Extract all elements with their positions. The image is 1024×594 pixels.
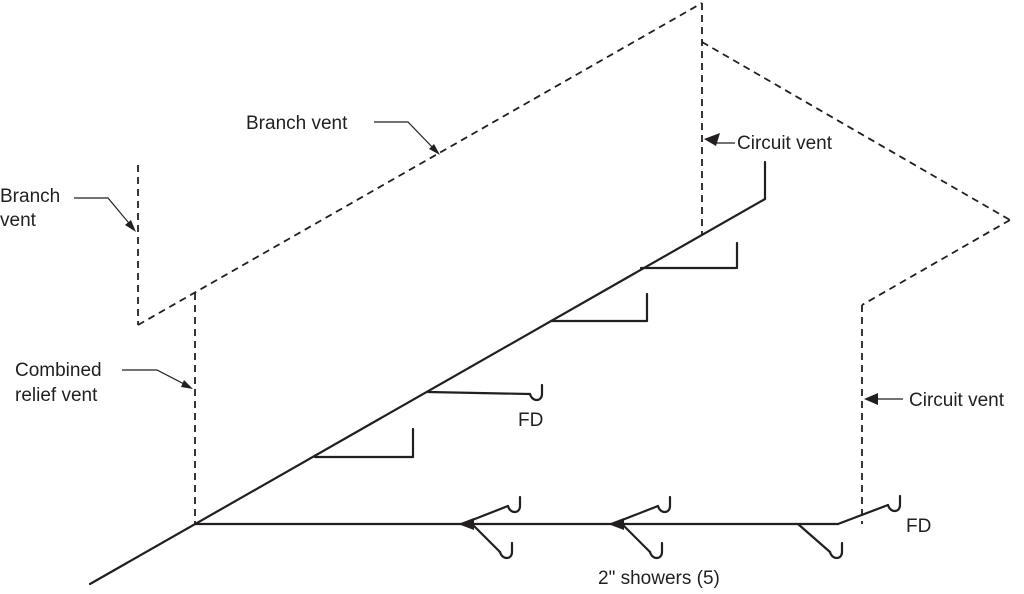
branch-drain-tail: [836, 503, 890, 526]
vent-lines: [137, 2, 1011, 524]
label-leaders: [74, 121, 903, 405]
shower-connection-3: [796, 522, 844, 560]
label-combined-relief-2: relief vent: [15, 385, 98, 406]
label-fd-middle: FD: [518, 410, 543, 431]
circuit-vent-right-sloped: [861, 219, 1011, 306]
label-branch-vent-left-2: vent: [0, 210, 37, 231]
label-circuit-vent-right: Circuit vent: [909, 390, 1005, 411]
branch-vent-sloped: [137, 2, 703, 326]
label-combined-relief-1: Combined: [15, 360, 102, 381]
flow-arrow-2: [608, 518, 624, 530]
fixture-branch-3: [313, 427, 415, 459]
label-showers: 2" showers (5): [598, 568, 720, 589]
floor-drain-right: [886, 494, 902, 513]
drain-piping: [88, 160, 902, 586]
leader-branch-vent-top: [374, 121, 437, 152]
leader-branch-vent-left: [74, 197, 134, 229]
flow-arrow-1: [458, 518, 474, 530]
circuit-vent-top-sloped: [701, 41, 1011, 221]
label-branch-vent-left-1: Branch: [0, 186, 60, 207]
fixture-branch-1: [639, 241, 739, 270]
label-circuit-vent-top: Circuit vent: [737, 133, 833, 154]
label-branch-vent-top: Branch vent: [246, 113, 348, 134]
leader-combined-relief: [122, 369, 189, 387]
fixture-branch-2: [549, 292, 649, 323]
text-labels: Branch vent Branch vent Circuit vent Com…: [0, 113, 1005, 589]
label-fd-right: FD: [906, 516, 931, 537]
floor-drain-middle: [426, 383, 544, 402]
